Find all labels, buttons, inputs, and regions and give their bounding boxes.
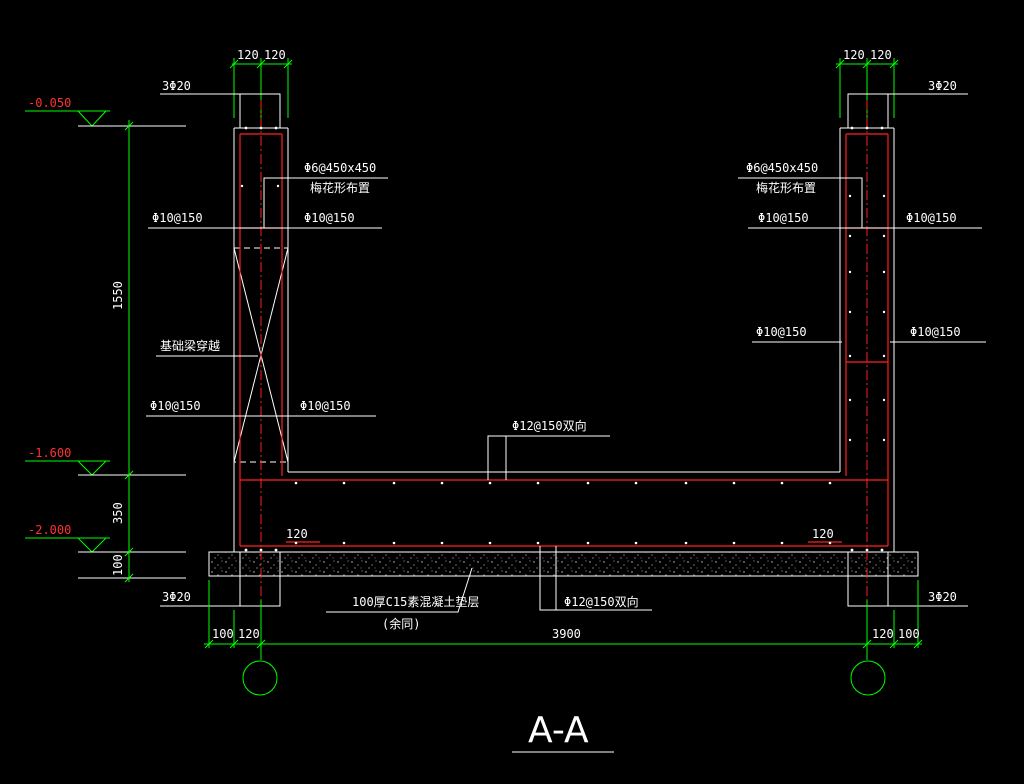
label-top-bars-right: 3Φ20 — [858, 79, 968, 95]
svg-text:3Φ20: 3Φ20 — [928, 590, 957, 604]
dim-pad-height: 100 — [111, 554, 125, 576]
dim-top-right-b: 120 — [870, 48, 892, 62]
label-bottom-bars-right: 3Φ20 — [858, 590, 968, 607]
label-anchor-right: 120 — [812, 527, 834, 541]
level-text-mid: -1.600 — [28, 446, 71, 460]
svg-text:Φ10@150: Φ10@150 — [304, 211, 355, 225]
label-wall-left-lower: Φ10@150 Φ10@150 — [146, 399, 376, 417]
svg-text:Φ12@150双向: Φ12@150双向 — [512, 418, 587, 433]
svg-text:Φ10@150: Φ10@150 — [152, 211, 203, 225]
dim-beam-height: 350 — [111, 502, 125, 524]
base-slab — [240, 471, 888, 547]
svg-text:Φ12@150双向: Φ12@150双向 — [564, 594, 639, 609]
label-tie-right: Φ6@450x450 梅花形布置 — [738, 161, 863, 228]
svg-text:Φ10@150: Φ10@150 — [150, 399, 201, 413]
dim-top-right-a: 120 — [843, 48, 865, 62]
label-top-bars-left: 3Φ20 — [160, 79, 270, 95]
svg-text:Φ10@150: Φ10@150 — [758, 211, 809, 225]
svg-text:基础梁穿越: 基础梁穿越 — [160, 338, 220, 353]
dim-top-left-b: 120 — [264, 48, 286, 62]
label-bottom-bars-left: 3Φ20 — [160, 590, 270, 607]
dim-bottom-left-edge: 100 — [212, 627, 234, 641]
level-marker-top: -0.050 — [25, 96, 186, 127]
axis-bubble-left — [242, 660, 278, 696]
label-slab-bottom: Φ12@150双向 — [539, 546, 652, 611]
axis-bubble-right — [850, 660, 886, 696]
label-beam-crossing: 基础梁穿越 — [156, 338, 258, 357]
dim-wall-height: 1550 — [111, 281, 125, 310]
label-wall-right-mid: Φ10@150 Φ10@150 — [752, 325, 986, 343]
svg-text:Φ6@450x450: Φ6@450x450 — [304, 161, 376, 175]
rebar-dots — [240, 126, 886, 552]
svg-text:梅花形布置: 梅花形布置 — [310, 180, 370, 195]
level-text-top: -0.050 — [28, 96, 71, 110]
svg-text:3Φ20: 3Φ20 — [162, 590, 191, 604]
dim-bottom-right-edge: 100 — [898, 627, 920, 641]
label-wall-left-upper: Φ10@150 Φ10@150 — [148, 211, 382, 229]
svg-text:Φ10@150: Φ10@150 — [906, 211, 957, 225]
vertical-dimension-chain: 1550 350 100 — [111, 120, 134, 583]
dim-top-left-a: 120 — [237, 48, 259, 62]
svg-text:3Φ20: 3Φ20 — [928, 79, 957, 93]
label-tie-left: Φ6@450x450 梅花形布置 — [263, 161, 388, 228]
top-dimension-right: 120 120 — [835, 48, 899, 118]
dim-bottom-right-half: 120 — [872, 627, 894, 641]
level-text-bottom: -2.000 — [28, 523, 71, 537]
level-marker-mid: -1.600 — [25, 446, 186, 476]
section-title-group: A-A — [512, 710, 614, 753]
bottom-dimension-chain: 100 120 3900 120 100 — [204, 580, 923, 660]
label-anchor-left: 120 — [286, 527, 308, 541]
svg-text:Φ10@150: Φ10@150 — [910, 325, 961, 339]
concrete-cushion-pad — [208, 551, 919, 577]
svg-text:Φ10@150: Φ10@150 — [756, 325, 807, 339]
svg-text:100厚C15素混凝土垫层: 100厚C15素混凝土垫层 — [352, 594, 479, 609]
svg-text:(余同): (余同) — [382, 616, 420, 631]
svg-text:3Φ20: 3Φ20 — [162, 79, 191, 93]
section-title: A-A — [528, 710, 589, 751]
left-wall — [233, 93, 289, 607]
svg-text:Φ6@450x450: Φ6@450x450 — [746, 161, 818, 175]
svg-text:Φ10@150: Φ10@150 — [300, 399, 351, 413]
svg-text:梅花形布置: 梅花形布置 — [756, 180, 816, 195]
dim-bottom-left-half: 120 — [238, 627, 260, 641]
right-wall — [839, 93, 895, 607]
level-marker-bottom: -2.000 — [25, 523, 186, 579]
dim-bottom-span: 3900 — [552, 627, 581, 641]
label-slab-top: Φ12@150双向 — [487, 418, 610, 480]
label-wall-right-upper: Φ10@150 Φ10@150 — [748, 211, 982, 229]
label-cushion: 100厚C15素混凝土垫层 (余同) — [326, 567, 479, 631]
top-dimension-left: 120 120 — [229, 48, 293, 118]
